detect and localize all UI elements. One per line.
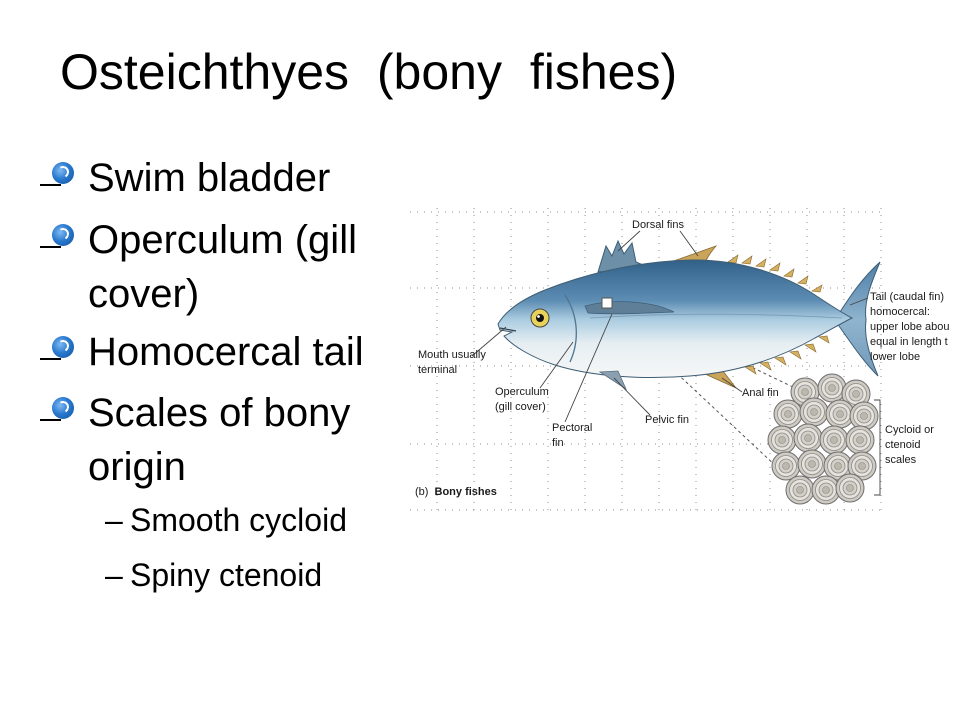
scale: [819, 425, 849, 455]
label-pectoral-line: fin: [552, 437, 564, 449]
scale: [835, 473, 865, 503]
bullet-text: Homocercal tail: [88, 330, 364, 374]
sub-bullet-text: Smooth cycloid: [130, 502, 347, 538]
ventral-finlets: [744, 335, 830, 375]
leader-line-pectoral: [564, 313, 613, 423]
scale: [773, 399, 803, 429]
bullet-text: Swim bladder: [88, 156, 331, 200]
label-dorsal-fins: Dorsal fins: [632, 219, 684, 231]
eye: [530, 308, 550, 328]
bullet-dash: [40, 358, 61, 360]
label-operculum: Operculum (gill cover): [495, 385, 549, 415]
sub-bullet-item: – Smooth cycloid: [105, 498, 405, 542]
label-tail-line: homocercal:: [870, 306, 930, 318]
scale: [793, 423, 823, 453]
bullet-item: Scales of bony origin: [40, 386, 400, 496]
scale: [799, 397, 829, 427]
lateral-line: [589, 313, 843, 319]
pelvic-fin: [598, 370, 627, 391]
caption-text: Bony fishes: [434, 486, 497, 498]
label-pectoral-fin: Pectoral fin: [552, 421, 592, 451]
label-mouth: Mouth usually terminal: [418, 348, 486, 378]
label-mouth-line: terminal: [418, 364, 458, 376]
label-pelvic-fin: Pelvic fin: [645, 414, 690, 426]
fish-body: [497, 259, 854, 379]
scale-patch-marker: [601, 297, 613, 309]
scale: [771, 451, 801, 481]
label-mouth-line: Mouth usually: [418, 349, 486, 361]
bullet-dash: [40, 246, 61, 248]
scale-cluster: [767, 373, 879, 505]
leader-line-pelvic: [613, 377, 651, 416]
sub-bullet-marker: –: [105, 557, 123, 593]
scale: [785, 475, 815, 505]
leader-line-dorsal-1: [617, 230, 641, 252]
bullet-item: Homocercal tail: [40, 325, 400, 435]
bullet-item: Swim bladder: [40, 151, 400, 261]
label-scales: Cycloid or ctenoid scales: [885, 423, 934, 468]
label-operculum-line: (gill cover): [495, 401, 546, 413]
bullet-dash: [40, 419, 61, 421]
label-tail: Tail (caudal fin) homocercal: upper lobe…: [870, 290, 950, 365]
scale: [849, 401, 879, 431]
leader-line-mouth: [471, 326, 507, 357]
label-operculum-line: Operculum: [495, 386, 549, 398]
blue-sphere-bullet-icon: [52, 162, 74, 184]
scale: [817, 373, 847, 403]
leader-line-operculum: [539, 341, 574, 389]
slide-title: Osteichthyes (bony fishes): [60, 44, 678, 100]
operculum-edge: [564, 294, 577, 363]
leader-line-dorsal-2: [679, 230, 699, 257]
label-pectoral-line: Pectoral: [552, 422, 593, 434]
scale: [845, 425, 875, 455]
scale: [797, 449, 827, 479]
leader-line-anal: [721, 377, 743, 393]
bullet-text: Scales of bony origin: [88, 391, 351, 489]
sub-bullet-text: Spiny ctenoid: [130, 557, 323, 593]
label-tail-line: equal in length t: [870, 336, 948, 348]
scale-leader-dashed: [611, 299, 796, 389]
label-anal-fin: Anal fin: [742, 387, 779, 399]
scales-bracket: [874, 399, 881, 496]
label-scales-line: Cycloid or: [885, 424, 934, 436]
scale: [767, 425, 797, 455]
bullet-dash: [40, 184, 61, 186]
caption-letter: (b): [415, 486, 429, 498]
label-scales-line: ctenoid: [885, 439, 921, 451]
blue-sphere-bullet-icon: [52, 397, 74, 419]
dorsal-finlets: [727, 254, 823, 293]
label-tail-line: Tail (caudal fin): [870, 291, 944, 303]
label-scales-line: scales: [885, 454, 917, 466]
blue-sphere-bullet-icon: [52, 224, 74, 246]
figure-caption: (b) Bony fishes: [415, 485, 497, 500]
sub-bullet-item: – Spiny ctenoid: [105, 553, 405, 597]
bullet-item: Operculum (gill cover): [40, 213, 400, 323]
label-tail-line: lower lobe: [870, 351, 921, 363]
sub-bullet-marker: –: [105, 502, 123, 538]
bullet-text: Operculum (gill cover): [88, 218, 357, 316]
leader-line-tail: [849, 297, 869, 306]
label-tail-line: upper lobe abou: [870, 321, 950, 333]
caudal-fin: [835, 261, 881, 377]
mouth: [499, 327, 517, 332]
blue-sphere-bullet-icon: [52, 336, 74, 358]
